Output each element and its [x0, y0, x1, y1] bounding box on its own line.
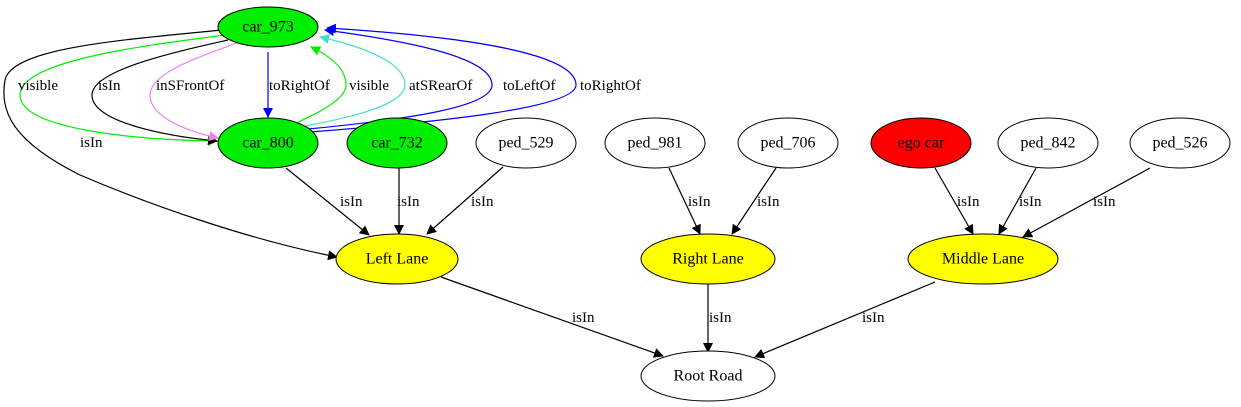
node-label: ped_526 — [1152, 135, 1207, 152]
node-label: ped_981 — [627, 135, 682, 152]
node-ped-526: ped_526 — [1129, 117, 1231, 169]
edge-label-isin: isIn — [98, 78, 121, 94]
node-ped-529: ped_529 — [475, 117, 577, 169]
node-label: car_973 — [242, 19, 294, 36]
edge-middlelane-rootroad — [754, 281, 936, 359]
node-label: Left Lane — [366, 251, 429, 268]
edge-label-isin: isIn — [862, 310, 885, 326]
edge-label-isin: isIn — [572, 310, 595, 326]
edge-ped706-rightlane — [731, 167, 777, 235]
node-ego-car: ego car — [870, 117, 972, 169]
edge-car800-car973-visible — [297, 46, 347, 123]
edge-ped981-rightlane — [668, 167, 701, 235]
edge-car800-leftlane — [285, 167, 370, 236]
edge-label-toleftof: toLeftOf — [503, 78, 555, 94]
node-root-road: Root Road — [640, 350, 776, 402]
node-label: car_800 — [242, 135, 294, 152]
node-label: Right Lane — [672, 251, 744, 268]
edge-label-isin: isIn — [340, 194, 363, 210]
edge-labels: visible isIn inSFrontOf toRightOf visibl… — [18, 78, 1116, 326]
edge-car973-car800-insfrontof — [149, 42, 238, 142]
node-car-732: car_732 — [346, 117, 448, 169]
node-label: Middle Lane — [942, 251, 1024, 268]
node-middle-lane: Middle Lane — [907, 233, 1059, 285]
edge-label-isin: isIn — [757, 194, 780, 210]
edge-ped529-leftlane — [426, 166, 504, 235]
node-ped-706: ped_706 — [737, 117, 839, 169]
nodes: car_973 car_800 car_732 ped_529 ped_981 … — [217, 6, 1231, 402]
edge-label-isin: isIn — [1019, 194, 1042, 210]
node-car-973: car_973 — [217, 6, 319, 48]
edge-car800-car973-atsrearof — [304, 34, 406, 127]
edge-car973-car800-visible — [19, 34, 226, 146]
edge-label-isin: isIn — [80, 135, 103, 151]
edge-label-isin: isIn — [688, 194, 711, 210]
edge-ped526-middlelane — [1022, 167, 1151, 238]
edge-car973-car800-isin — [91, 39, 229, 146]
edge-label-isin: isIn — [957, 194, 980, 210]
edge-label-isin: isIn — [709, 310, 732, 326]
node-label: ped_529 — [498, 135, 553, 152]
edge-label-atsrearof: atSRearOf — [409, 78, 472, 94]
node-label: car_732 — [371, 135, 423, 152]
node-label: ped_706 — [760, 135, 815, 152]
edge-label-torightof: toRightOf — [269, 78, 330, 94]
node-ped-842: ped_842 — [997, 117, 1099, 169]
node-label: ego car — [898, 135, 945, 152]
node-label: ped_842 — [1020, 135, 1075, 152]
edge-leftlane-rootroad — [440, 276, 664, 358]
edge-car800-car973-torightof — [309, 23, 577, 133]
node-left-lane: Left Lane — [335, 233, 459, 285]
node-label: Root Road — [674, 368, 743, 385]
edge-ped842-middlelane — [998, 167, 1037, 235]
edge-label-visible: visible — [349, 78, 389, 94]
edges — [3, 23, 1151, 359]
node-car-800: car_800 — [217, 117, 319, 169]
edge-label-isin: isIn — [1093, 194, 1116, 210]
edge-egocar-middlelane — [934, 167, 974, 235]
edge-car973-leftlane — [3, 29, 338, 261]
edge-label-torightof: toRightOf — [580, 78, 641, 94]
edge-label-visible: visible — [18, 78, 58, 94]
edge-label-isin: isIn — [397, 194, 420, 210]
node-right-lane: Right Lane — [640, 233, 776, 285]
edge-label-insfrontof: inSFrontOf — [156, 78, 224, 94]
edge-label-isin: isIn — [471, 194, 494, 210]
node-ped-981: ped_981 — [604, 117, 706, 169]
